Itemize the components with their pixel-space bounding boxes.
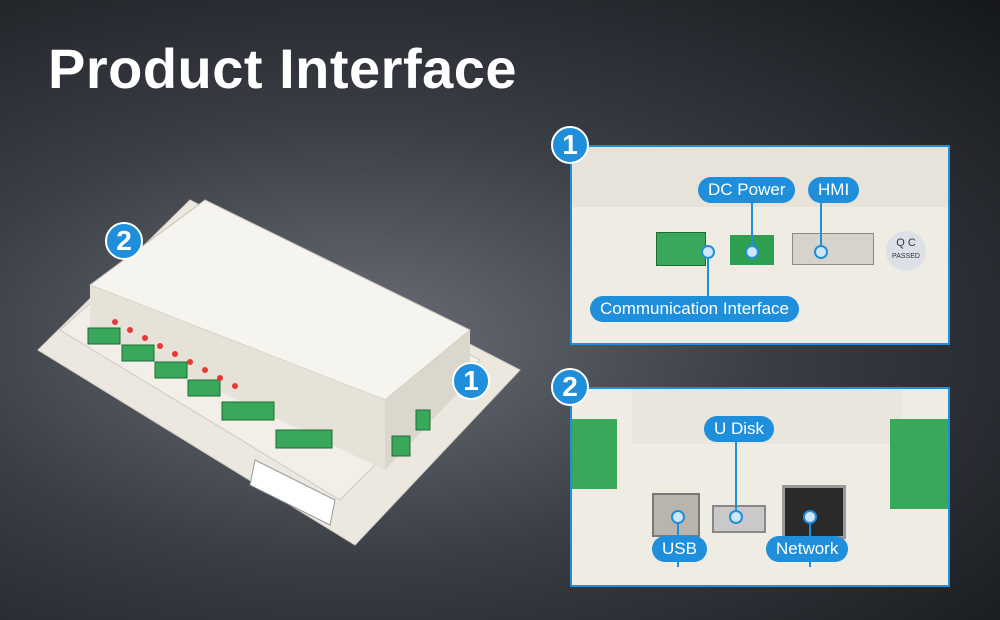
qc-text: Q C <box>896 237 916 249</box>
device-marker-2: 2 <box>105 222 143 260</box>
qc-passed-text: PASSED <box>892 253 920 260</box>
controller-device-image <box>37 199 521 546</box>
label-communication-interface: Communication Interface <box>590 296 799 322</box>
side-connectors-left <box>572 419 617 489</box>
qc-passed-sticker: Q C PASSED <box>886 231 926 271</box>
hmi-connector <box>792 233 874 265</box>
usb-a-port <box>712 505 766 533</box>
label-usb: USB <box>652 536 707 562</box>
device-marker-1: 1 <box>452 362 490 400</box>
panel-1-badge: 1 <box>551 126 589 164</box>
communication-connector <box>656 232 706 266</box>
page-title: Product Interface <box>48 37 518 100</box>
panel-2-badge: 2 <box>551 368 589 406</box>
label-network: Network <box>766 536 849 562</box>
interface-panel-1: Q C PASSED DC Power HMI Communication In… <box>570 145 950 345</box>
side-connectors-right <box>890 419 948 509</box>
label-hmi: HMI <box>808 177 860 203</box>
label-dc-power: DC Power <box>698 177 796 203</box>
label-u-disk: U Disk <box>704 416 775 442</box>
interface-panel-2: U Disk USB Network <box>570 387 950 587</box>
